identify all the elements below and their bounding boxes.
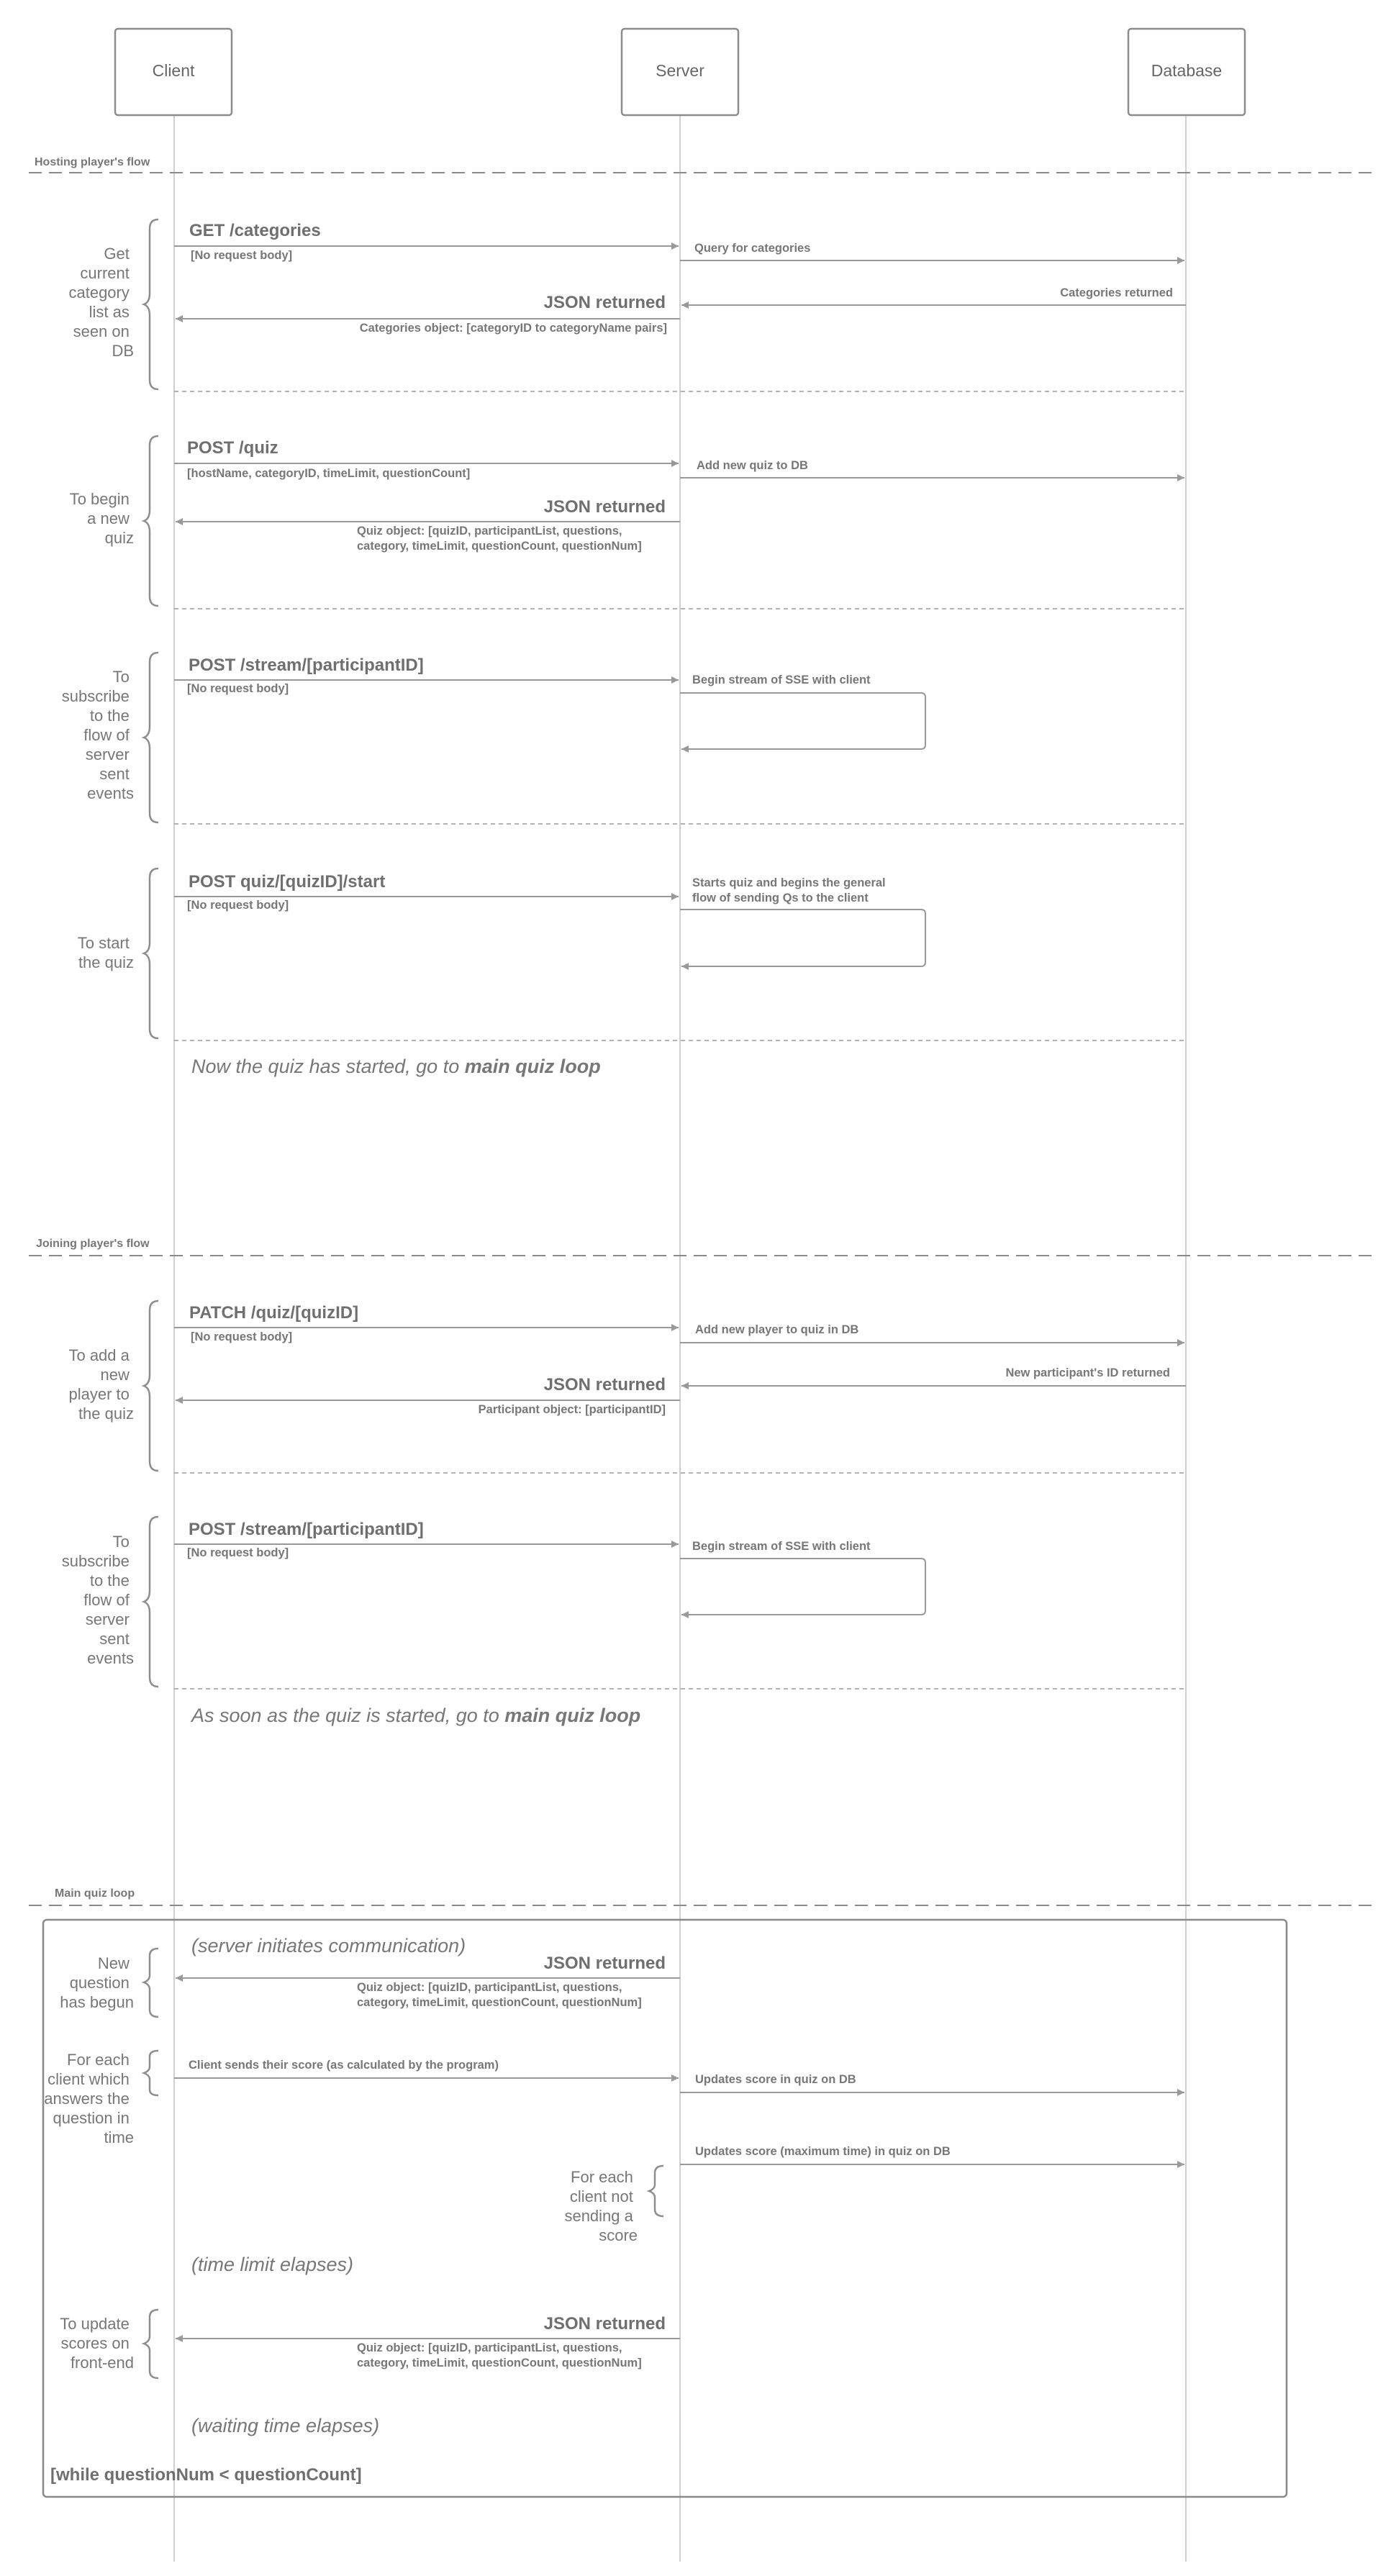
- actor-database: Database: [1127, 27, 1246, 117]
- response-detail-label: Participant object: [participantID]: [479, 1403, 666, 1416]
- response-label: JSON returned: [544, 497, 666, 517]
- response-detail-label: Categories object: [categoryID to catego…: [360, 322, 667, 335]
- brace: [141, 1947, 159, 2018]
- brace: [141, 1515, 159, 1688]
- request-body-label: [No request body]: [191, 249, 292, 262]
- section-title-joining: Joining player's flow: [36, 1238, 150, 1250]
- block-description: To update scores on front-end: [60, 2315, 134, 2372]
- request-label: POST quiz/[quizID]/start: [189, 872, 385, 892]
- self-loop-arrow: [680, 909, 926, 970]
- request-label: Client sends their score (as calculated …: [189, 2059, 499, 2072]
- request-label: PATCH /quiz/[quizID]: [189, 1303, 358, 1323]
- block-patch-quiz: To add a new player to the quiz PATCH /q…: [68, 1300, 1186, 1472]
- block-clients-not-sending: Updates score (maximum time) in quiz on …: [564, 2145, 1184, 2244]
- block-new-question: New question has begun JSON returned Qui…: [60, 1947, 680, 2018]
- request-body-label: [No request body]: [187, 899, 289, 912]
- response-label: JSON returned: [544, 1954, 666, 1973]
- update-label: Updates score in quiz on DB: [695, 2073, 856, 2086]
- block-post-stream-joining: To subscribe to the flow of server sent …: [62, 1515, 926, 1688]
- actor-database-label: Database: [1151, 61, 1222, 80]
- response-label: JSON returned: [544, 293, 666, 312]
- actor-client: Client: [114, 27, 233, 117]
- block-post-quiz: To begin a new quiz POST /quiz [hostName…: [70, 435, 1184, 607]
- block-description: To begin a new quiz: [70, 490, 134, 547]
- joining-next-step-note: As soon as the quiz is started, go to ma…: [190, 1705, 640, 1726]
- block-description: To add a new player to the quiz: [68, 1346, 134, 1423]
- brace: [141, 651, 159, 824]
- block-start-quiz: To start the quiz POST quiz/[quizID]/sta…: [78, 867, 926, 1040]
- brace: [141, 2308, 159, 2380]
- request-body-label: [No request body]: [191, 1330, 292, 1343]
- request-label: POST /stream/[participantID]: [189, 656, 424, 675]
- block-get-categories: Get current category list as seen on DB …: [68, 218, 1186, 391]
- self-loop-arrow: [680, 1558, 926, 1618]
- self-loop-arrow: [680, 692, 926, 753]
- loop-frame: [42, 1918, 1288, 2498]
- block-description: To subscribe to the flow of server sent …: [62, 1533, 134, 1667]
- db-return-label: New participant's ID returned: [1005, 1366, 1170, 1379]
- actor-server-label: Server: [656, 61, 704, 80]
- block-client-answers: For each client which answers the questi…: [44, 2049, 1184, 2146]
- block-description: To subscribe to the flow of server sent …: [62, 668, 134, 802]
- request-body-label: [No request body]: [187, 1546, 289, 1559]
- brace: [141, 867, 159, 1040]
- response-detail-label: Quiz object: [quizID, participantList, q…: [357, 525, 642, 553]
- time-limit-note: (time limit elapses): [191, 2254, 353, 2275]
- block-update-scores: To update scores on front-end JSON retur…: [60, 2308, 680, 2380]
- waiting-time-note: (waiting time elapses): [191, 2415, 379, 2436]
- brace: [141, 2049, 159, 2097]
- brace: [646, 2164, 664, 2218]
- server-note-label: Begin stream of SSE with client: [692, 1540, 871, 1553]
- db-return-label: Categories returned: [1060, 286, 1173, 299]
- brace: [141, 435, 159, 607]
- actor-server: Server: [620, 27, 740, 117]
- block-description: To start the quiz: [78, 934, 134, 971]
- block-description: New question has begun: [60, 1954, 134, 2011]
- request-label: POST /quiz: [187, 438, 278, 458]
- query-label: Add new player to quiz in DB: [695, 1323, 858, 1336]
- update-label: Updates score (maximum time) in quiz on …: [695, 2145, 951, 2158]
- request-body-label: [No request body]: [187, 682, 289, 695]
- brace: [141, 1300, 159, 1472]
- server-note-label: Starts quiz and begins the general flow …: [692, 876, 889, 904]
- block-description: For each client not sending a score: [564, 2168, 638, 2244]
- request-label: GET /categories: [189, 221, 321, 240]
- section-title-hosting: Hosting player's flow: [35, 156, 150, 168]
- loop-condition: [while questionNum < questionCount]: [50, 2465, 362, 2485]
- query-label: Query for categories: [694, 242, 810, 255]
- response-detail-label: Quiz object: [quizID, participantList, q…: [357, 1981, 642, 2009]
- block-description: Get current category list as seen on DB: [68, 245, 134, 360]
- request-body-label: [hostName, categoryID, timeLimit, questi…: [187, 467, 470, 480]
- block-description: For each client which answers the questi…: [44, 2051, 134, 2146]
- request-label: POST /stream/[participantID]: [189, 1520, 424, 1539]
- server-initiates-note: (server initiates communication): [191, 1935, 466, 1956]
- response-label: JSON returned: [544, 2314, 666, 2334]
- server-note-label: Begin stream of SSE with client: [692, 674, 871, 686]
- query-label: Add new quiz to DB: [697, 459, 808, 472]
- response-label: JSON returned: [544, 1375, 666, 1394]
- response-detail-label: Quiz object: [quizID, participantList, q…: [357, 2341, 642, 2369]
- section-title-main-loop: Main quiz loop: [55, 1887, 135, 1900]
- hosting-next-step-note: Now the quiz has started, go to main qui…: [191, 1056, 601, 1077]
- brace: [141, 218, 159, 391]
- lifelines: [173, 115, 1187, 2562]
- actor-client-label: Client: [153, 61, 195, 80]
- block-post-stream: To subscribe to the flow of server sent …: [62, 651, 926, 824]
